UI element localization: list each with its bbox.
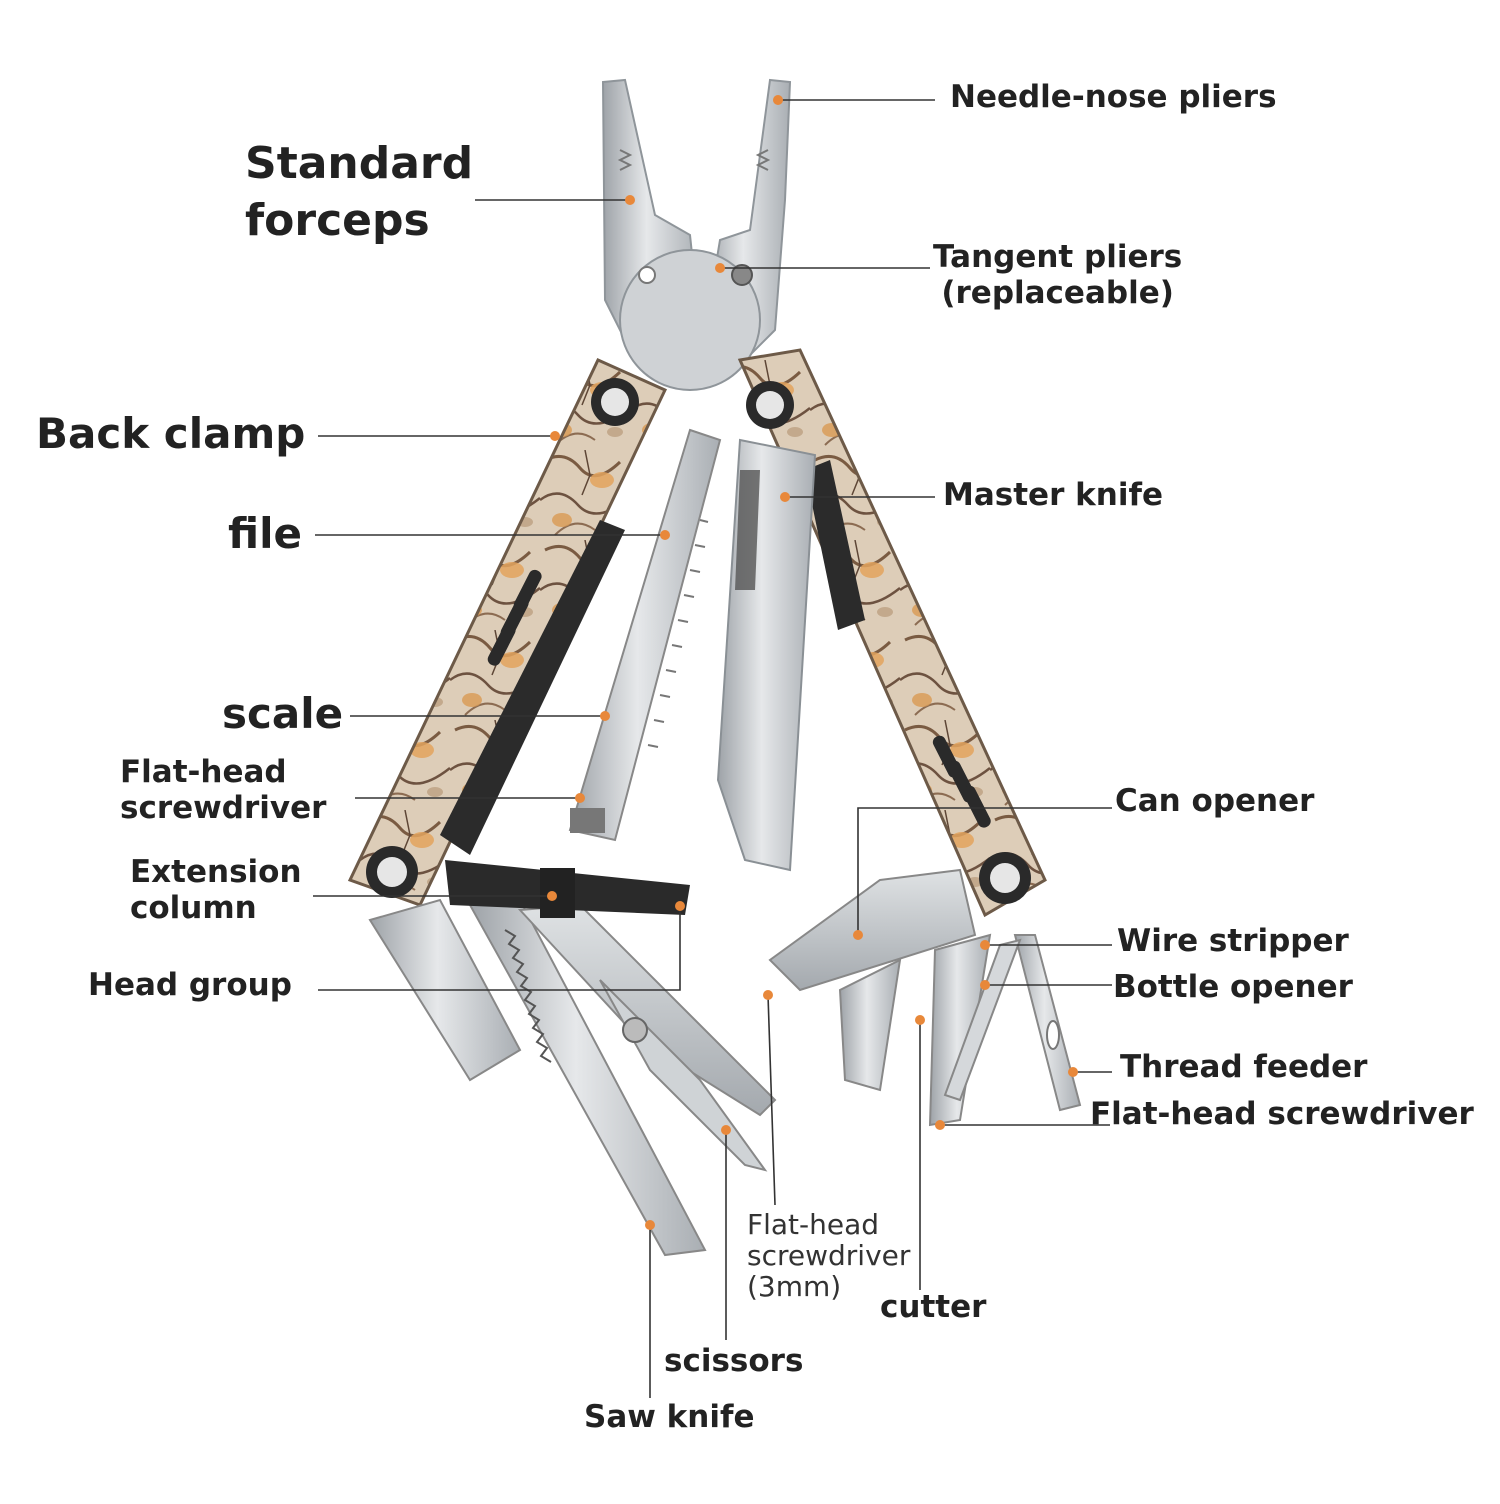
dot-bottle-opener [980,980,990,990]
dot-back-clamp [550,431,560,441]
dot-cutter [915,1015,925,1025]
label-extension-column: Extension column [130,854,302,926]
label-standard-forceps: Standard forceps [245,138,474,247]
dot-needle-nose-pliers [773,95,783,105]
dot-tangent-pliers [715,263,725,273]
marker-dots [547,95,1078,1230]
file-scale-blade [568,428,722,842]
label-tangent-pliers: Tangent pliers (replaceable) [933,239,1183,311]
lower-left-tools [368,860,777,1257]
dot-flat-head-3mm [763,990,773,1000]
dot-scissors [721,1125,731,1135]
label-bottle-opener: Bottle opener [1113,969,1353,1005]
lower-right-tools [768,868,1082,1127]
dot-saw-knife [645,1220,655,1230]
label-back-clamp: Back clamp [36,409,306,458]
label-needle-nose-pliers: Needle-nose pliers [950,79,1277,115]
label-flat-head-screwdriver-3mm: Flat-head screwdriver (3mm) [747,1208,911,1303]
dot-head-group [675,901,685,911]
label-master-knife: Master knife [943,477,1163,513]
label-flat-head-screwdriver-right: Flat-head screwdriver [1090,1096,1474,1132]
label-scissors: scissors [664,1343,804,1379]
right-handle [737,348,1047,918]
label-flat-head-screwdriver-left: Flat-head screwdriver [120,754,327,826]
dot-extension-column [547,891,557,901]
left-handle [347,358,668,907]
label-saw-knife: Saw knife [584,1399,755,1435]
dot-master-knife [780,492,790,502]
dot-can-opener [853,930,863,940]
label-cutter: cutter [880,1289,987,1325]
label-wire-stripper: Wire stripper [1117,923,1349,959]
dot-thread-feeder [1068,1067,1078,1077]
dot-standard-forceps [625,195,635,205]
dot-file [660,530,670,540]
label-can-opener: Can opener [1115,783,1315,819]
dot-flat-head-left [575,793,585,803]
label-head-group: Head group [88,967,292,1003]
leader-head-group [318,906,681,991]
label-scale: scale [222,689,344,738]
pliers-jaws [601,78,792,391]
leader-flat-head-3mm [767,994,776,1206]
label-file: file [228,509,303,558]
label-thread-feeder: Thread feeder [1120,1049,1368,1085]
master-knife [716,438,817,872]
dot-wire-stripper [980,940,990,950]
dot-flat-head-right [935,1120,945,1130]
leader-lines [313,99,1112,1398]
leader-can-opener [857,807,1112,935]
dot-scale [600,711,610,721]
